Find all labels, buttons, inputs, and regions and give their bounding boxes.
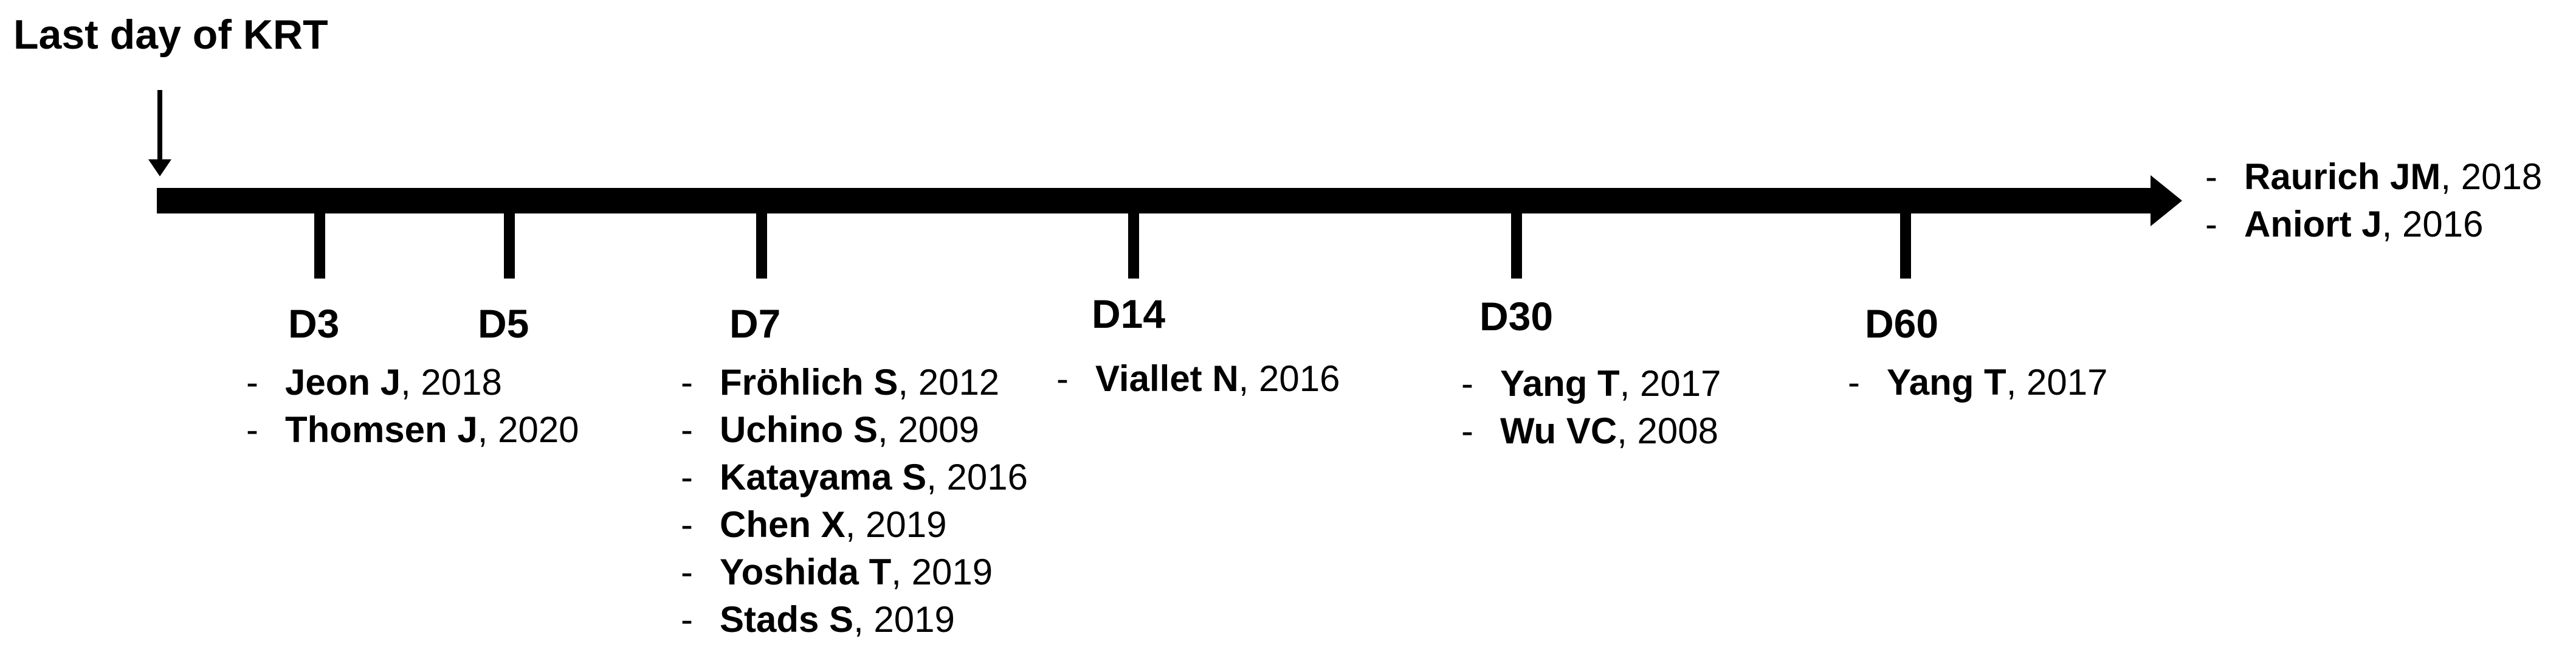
- timeline-bar: [157, 188, 2152, 213]
- reference-item: -Katayama S, 2016: [681, 457, 1028, 497]
- reference-item: -Yoshida T, 2019: [681, 552, 993, 592]
- tick-d5: [504, 201, 515, 279]
- start-arrow-shaft: [157, 90, 162, 163]
- reference-list-d60: -Yang T, 2017: [1848, 359, 2108, 406]
- tick-d30: [1511, 201, 1522, 279]
- reference-item: -Aniort J, 2016: [2205, 204, 2484, 244]
- reference-list-d14: -Viallet N, 2016: [1056, 355, 1340, 403]
- reference-item: -Uchino S, 2009: [681, 409, 979, 450]
- reference-item: -Fröhlich S, 2012: [681, 362, 1000, 403]
- day-label-d60: D60: [1865, 301, 1939, 346]
- day-label-d14: D14: [1092, 291, 1166, 336]
- day-label-d30: D30: [1479, 294, 1554, 339]
- reference-item: -Stads S, 2019: [681, 599, 955, 640]
- start-label: Last day of KRT: [13, 12, 328, 58]
- day-label-d5: D5: [478, 301, 529, 346]
- reference-item: -Wu VC, 2008: [1461, 411, 1719, 451]
- start-arrow-head: [148, 159, 171, 176]
- reference-item: -Yang T, 2017: [1461, 363, 1721, 404]
- tick-d14: [1128, 201, 1139, 279]
- reference-item: -Viallet N, 2016: [1056, 358, 1340, 399]
- reference-item: -Jeon J, 2018: [246, 362, 502, 403]
- reference-list-d3: -Jeon J, 2018 -Thomsen J, 2020: [246, 359, 579, 454]
- timeline-arrow-head: [2151, 175, 2182, 226]
- reference-item: -Yang T, 2017: [1848, 362, 2108, 403]
- reference-item: -Thomsen J, 2020: [246, 409, 579, 450]
- reference-item: -Chen X, 2019: [681, 504, 947, 545]
- reference-list-d7: -Fröhlich S, 2012 -Uchino S, 2009 -Katay…: [681, 359, 1028, 643]
- tick-d3: [314, 201, 325, 279]
- day-label-d3: D3: [288, 301, 340, 346]
- reference-list-end: -Raurich JM, 2018 -Aniort J, 2016: [2205, 153, 2542, 248]
- day-label-d7: D7: [729, 301, 781, 346]
- tick-d7: [756, 201, 767, 279]
- tick-d60: [1900, 201, 1911, 279]
- reference-item: -Raurich JM, 2018: [2205, 156, 2543, 197]
- reference-list-d30: -Yang T, 2017 -Wu VC, 2008: [1461, 360, 1721, 455]
